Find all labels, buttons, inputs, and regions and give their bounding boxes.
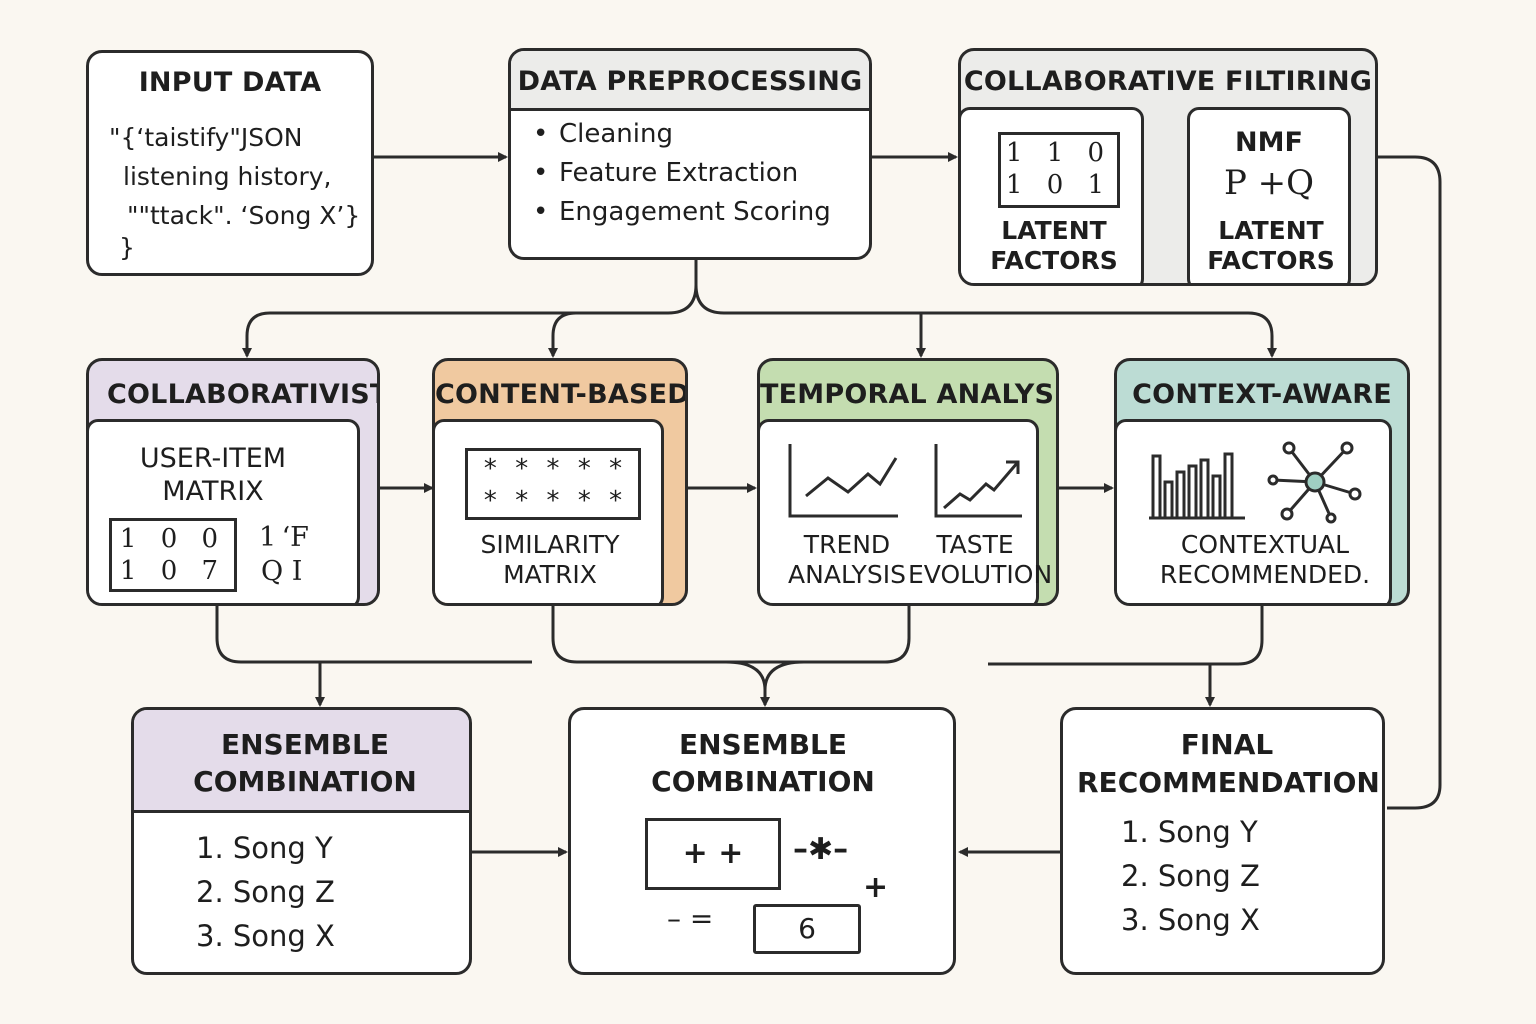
- ui-matrix-row-2: 1 0 7: [119, 556, 227, 586]
- network-icon: [1267, 441, 1362, 524]
- ensemble-result-box: 6: [753, 904, 861, 954]
- similarity-panel: * * * * * * * * * * SIMILARITY MATRIX: [435, 419, 664, 603]
- cf-matrix: 1 1 0 1 0 1: [998, 132, 1120, 208]
- contextual-recommended-label: CONTEXTUAL RECOMMENDED.: [1159, 530, 1371, 589]
- final-recommendation-box: FINAL RECOMMENDATION 1. Song Y 2. Song Z…: [1060, 707, 1385, 975]
- final-item-3: 3. Song X: [1121, 903, 1260, 937]
- star-row-2: * * * * *: [482, 486, 624, 516]
- trending-up-icon: [934, 444, 1022, 518]
- preprocessing-list: Cleaning Feature Extraction Engagement S…: [533, 115, 831, 232]
- arrow-to-ensemble-center-b: [763, 660, 805, 691]
- wire-context-down: [988, 605, 1264, 666]
- context-aware-title: CONTEXT-AWARE: [1132, 379, 1392, 410]
- bullet-cleaning: Cleaning: [533, 115, 831, 154]
- arrow-cf-to-final: [1378, 155, 1442, 810]
- input-line-1: "{‘taistify"JSON: [109, 123, 303, 152]
- trend-analysis-label: TREND ANALYSIS: [788, 530, 906, 589]
- ensemble-center-title: ENSEMBLE COMBINATION: [651, 728, 875, 798]
- ui-side-row-2: Q I: [261, 556, 303, 587]
- content-based-box: CONTENT-BASED * * * * * * * * * * SIMILA…: [432, 358, 688, 606]
- ensemble-left-box: ENSEMBLE COMBINATION 1. Song Y 2. Song Z…: [131, 707, 472, 975]
- ensemble-plus-symbols: + +: [682, 836, 744, 871]
- arrow-preprocessing-fanout: [242, 258, 698, 358]
- final-recommendation-title: FINAL RECOMMENDATION: [1077, 728, 1380, 799]
- collaborative-filtering-box: COLLABORATIVE FILTIRING 1 1 0 1 0 1 LATE…: [958, 48, 1378, 286]
- nmf-title: NMF: [1235, 127, 1303, 158]
- content-based-title: CONTENT-BASED: [435, 379, 688, 410]
- cf-matrix-row-1: 1 1 0: [1005, 138, 1113, 168]
- user-item-matrix-title: USER-ITEM MATRIX: [139, 443, 287, 507]
- final-item-1: 1. Song Y: [1121, 815, 1258, 849]
- preprocessing-box: DATA PREPROCESSING Cleaning Feature Extr…: [508, 48, 872, 260]
- ensemble-left-header: [134, 710, 469, 813]
- star-row-1: * * * * *: [482, 454, 624, 484]
- ensemble-equals: – =: [667, 902, 714, 935]
- input-line-4: }: [119, 233, 135, 262]
- final-list: 1. Song Y 2. Song Z 3. Song X: [1121, 810, 1260, 942]
- ensemble-left-item-3: 3. Song X: [196, 919, 335, 953]
- user-item-panel: USER-ITEM MATRIX 1 0 0 1 0 7 1 ʻF Q I: [89, 419, 360, 603]
- ensemble-left-title: ENSEMBLE COMBINATION: [193, 728, 417, 798]
- ensemble-right-symbols: –✱–: [793, 832, 849, 867]
- arrow-to-ensemble-center: [725, 660, 770, 707]
- line-chart-icon: [788, 444, 898, 518]
- ensemble-left-item-2: 2. Song Z: [196, 875, 335, 909]
- ensemble-center-box: ENSEMBLE COMBINATION + + –✱– + – = 6: [568, 707, 956, 975]
- ui-matrix-row-1: 1 0 0: [119, 524, 227, 554]
- context-aware-box: CONTEXT-AWARE: [1114, 358, 1410, 606]
- arrow-fanout-content: [694, 284, 1277, 358]
- similarity-matrix-label: SIMILARITY MATRIX: [480, 530, 620, 589]
- bar-chart-icon: [1149, 452, 1245, 520]
- ui-side-row-1: 1 ʻF: [259, 522, 309, 553]
- cf-latent-label-right: LATENT FACTORS: [1207, 216, 1335, 275]
- cf-matrix-row-2: 1 0 1: [1005, 170, 1113, 200]
- context-panel: CONTEXTUAL RECOMMENDED.: [1117, 419, 1392, 603]
- ensemble-symbols-box: + +: [645, 818, 781, 890]
- temporal-panel: TREND ANALYSIS TASTE EVOLUTION: [760, 419, 1053, 603]
- temporal-analysis-title: TEMPORAL ANALYSIS: [760, 379, 1059, 410]
- temporal-analysis-box: TEMPORAL ANALYSIS TREND ANALYSIS TASTE E…: [757, 358, 1059, 606]
- ensemble-left-list: 1. Song Y 2. Song Z 3. Song X: [196, 826, 335, 958]
- similarity-matrix-grid: * * * * * * * * * *: [465, 448, 641, 520]
- preprocessing-title: DATA PREPROCESSING: [517, 66, 863, 97]
- bullet-engagement-scoring: Engagement Scoring: [533, 193, 831, 232]
- input-line-3: ""ttack". ‘Song X’}: [127, 201, 361, 230]
- input-data-box: INPUT DATA "{‘taistify"JSON listening hi…: [86, 50, 374, 276]
- nmf-formula: P +Q: [1223, 163, 1315, 203]
- input-line-2: listening history,: [123, 162, 332, 191]
- nmf-panel: NMF P +Q LATENT FACTORS: [1187, 107, 1351, 283]
- collaborativist-box: COLLABORATIVIST USER-ITEM MATRIX 1 0 0 1…: [86, 358, 380, 606]
- ensemble-left-item-1: 1. Song Y: [196, 831, 333, 865]
- final-item-2: 2. Song Z: [1121, 859, 1260, 893]
- preprocessing-header: [511, 51, 869, 111]
- collaborative-filtering-title: COLLABORATIVE FILTIRING: [963, 66, 1373, 97]
- wire-content-down: [551, 605, 911, 664]
- bullet-feature-extraction: Feature Extraction: [533, 154, 831, 193]
- user-item-matrix: 1 0 0 1 0 7: [109, 518, 237, 592]
- wire-collab-down: [215, 605, 532, 664]
- ensemble-result: 6: [798, 912, 816, 945]
- ensemble-plus: +: [863, 870, 889, 905]
- latent-factors-left-panel: 1 1 0 1 0 1 LATENT FACTORS: [961, 107, 1144, 283]
- input-data-title: INPUT DATA: [138, 67, 322, 98]
- taste-evolution-label: TASTE EVOLUTION: [908, 530, 1053, 589]
- arrow-fanout-content-based: [548, 311, 577, 358]
- cf-latent-label-left: LATENT FACTORS: [990, 216, 1118, 275]
- collaborativist-title: COLLABORATIVIST: [107, 379, 380, 410]
